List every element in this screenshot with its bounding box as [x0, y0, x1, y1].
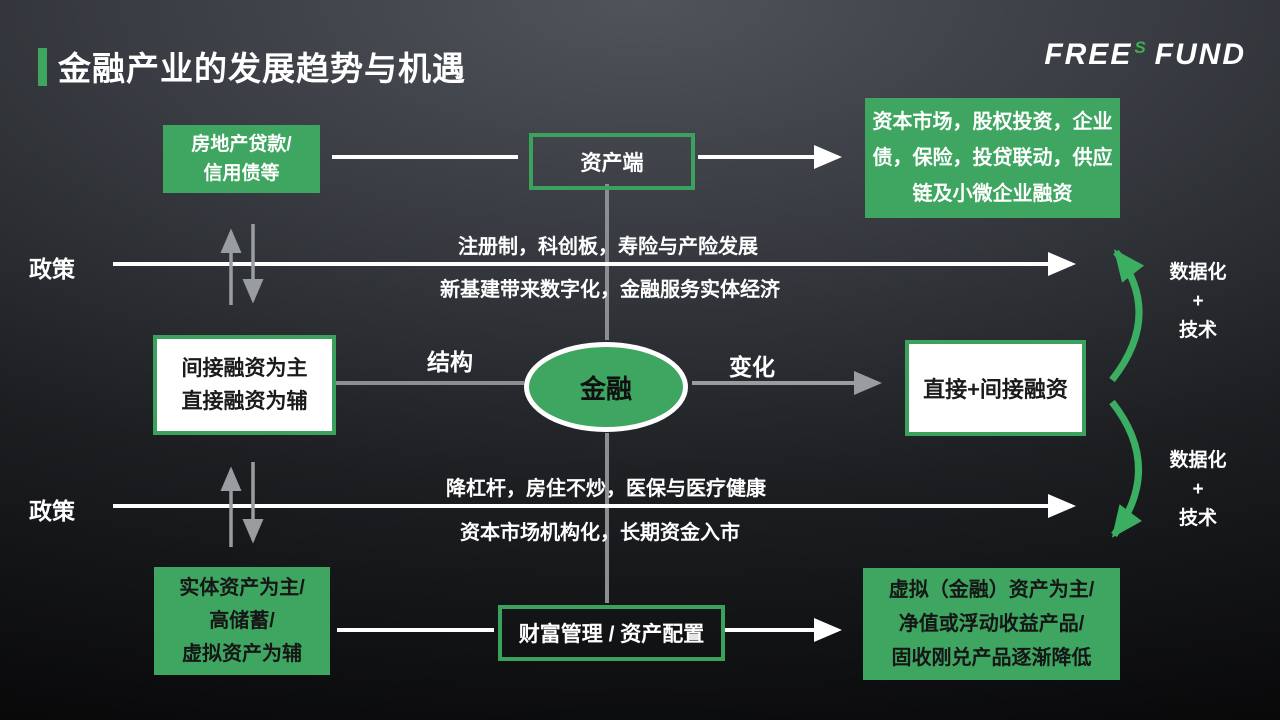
dt-line: + — [1192, 291, 1204, 312]
box-line: 高储蓄/ — [209, 609, 275, 632]
physical-assets-box: 实体资产为主/ 高储蓄/ 虚拟资产为辅 — [154, 567, 330, 675]
wealth-management-box: 财富管理 / 资产配置 — [498, 605, 725, 661]
data-tech-upper-label: 数据化 + 技术 — [1158, 258, 1238, 345]
box-line: 信用债等 — [203, 163, 280, 184]
capital-markets-box: 资本市场，股权投资，企业 债，保险，投贷联动，供应 链及小微企业融资 — [865, 98, 1120, 218]
dt-line: + — [1192, 479, 1204, 500]
dt-line: 数据化 — [1169, 450, 1227, 471]
box-label: 财富管理 / 资产配置 — [518, 623, 705, 646]
box-line: 虚拟（金融）资产为主/ — [888, 579, 1095, 601]
logo-s: S — [1134, 38, 1148, 57]
policy-top-above-text: 注册制，科创板，寿险与产险发展 — [458, 236, 758, 258]
page-title: 金融产业的发展趋势与机遇 — [58, 50, 466, 87]
asset-side-box: 资产端 — [529, 133, 695, 190]
policy-top-below-text: 新基建带来数字化，金融服务实体经济 — [440, 279, 780, 301]
box-line: 资本市场，股权投资，企业 — [872, 111, 1113, 133]
box-line: 虚拟资产为辅 — [182, 642, 302, 665]
indirect-financing-box: 间接融资为主 直接融资为辅 — [153, 335, 336, 435]
curve-arrow-down — [1109, 399, 1142, 538]
ellipse-label: 金融 — [579, 373, 632, 404]
policy-bottom-below-text: 资本市场机构化，长期资金入市 — [460, 522, 740, 544]
structure-label: 结构 — [427, 349, 473, 375]
dt-line: 技术 — [1178, 320, 1217, 341]
box-line: 链及小微企业融资 — [912, 183, 1073, 205]
box-line: 房地产贷款/ — [191, 134, 292, 155]
box-line: 债，保险，投贷联动，供应 — [872, 147, 1113, 169]
box-line: 固收刚兑产品逐渐降低 — [891, 647, 1092, 669]
policy-label-top: 政策 — [29, 256, 75, 282]
dt-line: 数据化 — [1169, 262, 1227, 283]
direct-plus-indirect-box: 直接+间接融资 — [905, 340, 1086, 436]
box-label: 资产端 — [580, 151, 644, 175]
logo-fund: FUND — [1154, 38, 1246, 71]
logo-free: FREE — [1044, 38, 1133, 71]
box-line: 净值或浮动收益产品/ — [898, 613, 1085, 635]
title-accent-bar — [38, 48, 47, 86]
data-tech-lower-label: 数据化 + 技术 — [1158, 446, 1238, 533]
dt-line: 技术 — [1178, 508, 1217, 529]
real-estate-loans-box: 房地产贷款/ 信用债等 — [163, 125, 320, 193]
box-line: 间接融资为主 — [181, 357, 308, 380]
box-line: 直接融资为辅 — [181, 390, 308, 413]
change-label: 变化 — [729, 354, 775, 380]
finance-ellipse: 金融 — [524, 342, 688, 432]
box-line: 实体资产为主/ — [179, 576, 305, 599]
virtual-assets-box: 虚拟（金融）资产为主/ 净值或浮动收益产品/ 固收刚兑产品逐渐降低 — [863, 568, 1120, 680]
policy-bottom-above-text: 降杠杆，房住不炒，医保与医疗健康 — [446, 478, 766, 500]
curve-arrow-up — [1109, 249, 1145, 383]
policy-label-bottom: 政策 — [29, 498, 75, 524]
box-label: 直接+间接融资 — [923, 377, 1068, 402]
